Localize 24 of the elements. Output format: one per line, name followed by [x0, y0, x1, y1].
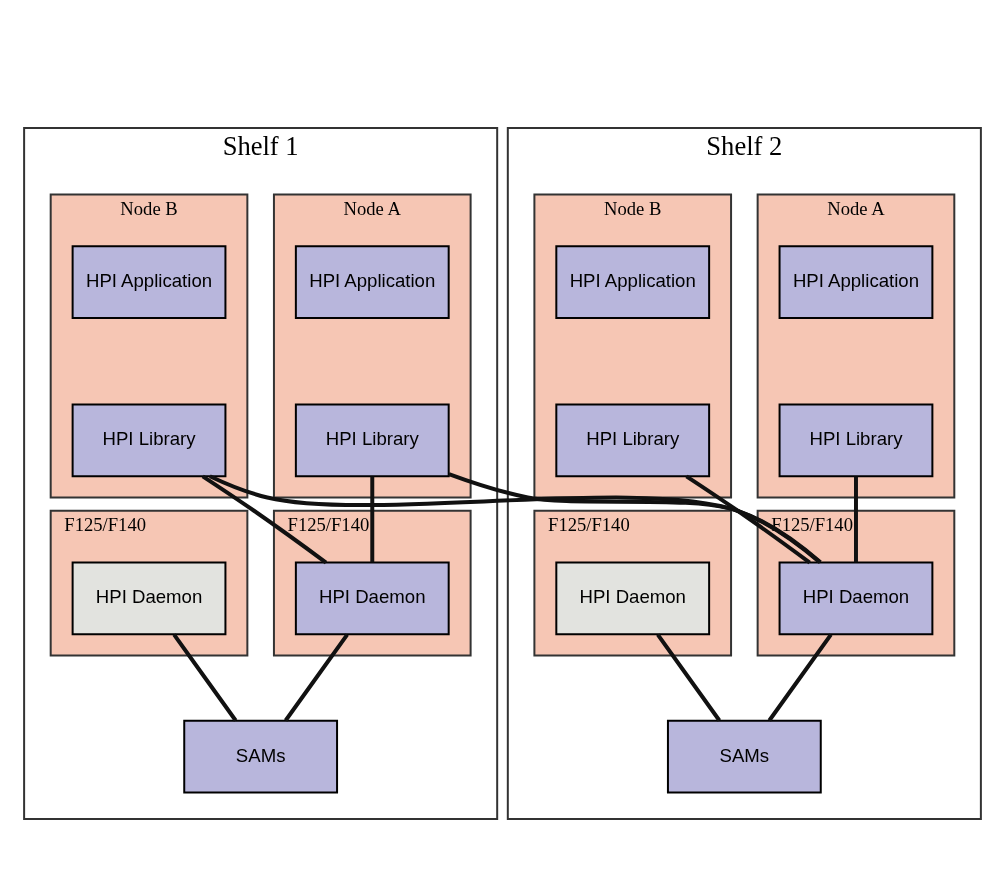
connector [767, 633, 833, 722]
node-box: HPI Application [555, 245, 711, 320]
node-box: SAMs [183, 719, 339, 794]
node-box: HPI Application [71, 245, 227, 320]
connector [448, 472, 822, 564]
node-box: HPI Daemon [778, 561, 934, 636]
connector [656, 633, 721, 722]
node-box: HPI Daemon [294, 561, 450, 636]
connector [209, 474, 822, 564]
connector [172, 633, 238, 722]
connector [853, 476, 858, 563]
node-box: HPI Library [71, 403, 227, 478]
node-box: HPI Application [294, 245, 450, 320]
node-box: HPI Application [778, 245, 934, 320]
node-box: HPI Daemon [555, 561, 711, 636]
node-box: HPI Daemon [71, 561, 227, 636]
node-box: SAMs [666, 719, 822, 794]
node-box: HPI Library [555, 403, 711, 478]
node-box: HPI Library [778, 403, 934, 478]
connector [685, 474, 811, 565]
connector [284, 633, 349, 722]
node-box: HPI Library [294, 403, 450, 478]
connector [370, 476, 375, 563]
connector [201, 474, 328, 565]
